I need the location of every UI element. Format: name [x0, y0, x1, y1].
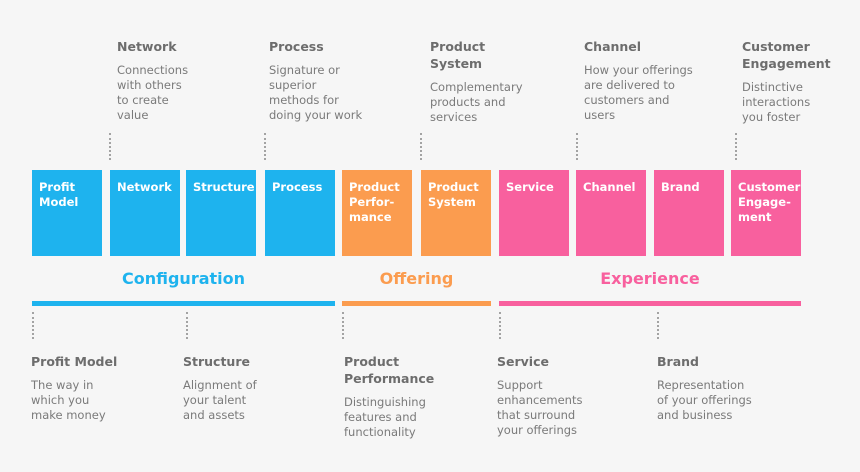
tile-structure: Structure	[186, 170, 256, 256]
connector-customer-engagement	[735, 133, 737, 160]
connector-product-system	[420, 133, 422, 160]
group-bar-experience	[499, 301, 801, 306]
connector-profit-model	[32, 312, 34, 339]
annotation-title: Customer Engagement	[742, 39, 831, 71]
annotation-description: Connections with others to create value	[117, 63, 189, 122]
group-label-offering: Offering	[379, 269, 454, 288]
group-bar-configuration	[32, 301, 335, 306]
tile-product-system: Product System	[421, 170, 491, 256]
annotation-title: Channel	[584, 39, 642, 54]
connector-brand	[657, 312, 659, 339]
group-label-configuration: Configuration	[121, 269, 246, 288]
annotation-description: Representation of your offerings and bus…	[657, 378, 752, 422]
annotation-structure: Structure Alignment of your talent and a…	[183, 353, 333, 423]
annotation-description: Distinguishing features and functionalit…	[344, 395, 426, 439]
tile-brand: Brand	[654, 170, 724, 256]
annotation-channel: Channel How your offerings are delivered…	[584, 38, 734, 123]
connector-structure	[186, 312, 188, 339]
annotation-title: Process	[269, 39, 324, 54]
group-bar-offering	[342, 301, 491, 306]
tile-service: Service	[499, 170, 569, 256]
annotation-title: Product System	[430, 39, 486, 71]
annotation-title: Brand	[657, 354, 699, 369]
annotation-description: Complementary products and services	[430, 80, 523, 124]
tile-process: Process	[265, 170, 335, 256]
annotation-title: Service	[497, 354, 549, 369]
connector-process	[264, 133, 266, 160]
annotation-product-performance: Product Performance Distinguishing featu…	[344, 353, 494, 440]
annotation-description: Support enhancements that surround your …	[497, 378, 583, 437]
annotation-profit-model: Profit Model The way in which you make m…	[31, 353, 181, 423]
connector-network	[109, 133, 111, 160]
annotation-title: Profit Model	[31, 354, 118, 369]
group-label-experience: Experience	[600, 269, 700, 288]
annotation-description: Alignment of your talent and assets	[183, 378, 257, 422]
annotation-process: Process Signature or superior methods fo…	[269, 38, 419, 123]
annotation-product-system: Product System Complementary products an…	[430, 38, 580, 125]
tile-customer-engagement: Customer Engage- ment	[731, 170, 801, 256]
annotation-description: Distinctive interactions you foster	[742, 80, 811, 124]
connector-product-performance	[342, 312, 344, 339]
annotation-network: Network Connections with others to creat…	[117, 38, 267, 123]
tile-channel: Channel	[576, 170, 646, 256]
connector-service	[499, 312, 501, 339]
tile-network: Network	[110, 170, 180, 256]
annotation-description: How your offerings are delivered to cust…	[584, 63, 693, 122]
annotation-brand: Brand Representation of your offerings a…	[657, 353, 807, 423]
tile-product-performance: Product Perfor- mance	[342, 170, 412, 256]
annotation-description: The way in which you make money	[31, 378, 106, 422]
annotation-title: Network	[117, 39, 177, 54]
annotation-title: Product Performance	[344, 354, 435, 386]
annotation-description: Signature or superior methods for doing …	[269, 63, 363, 122]
annotation-title: Structure	[183, 354, 250, 369]
annotation-service: Service Support enhancements that surrou…	[497, 353, 647, 438]
tile-profit-model: Profit Model	[32, 170, 102, 256]
annotation-customer-engagement: Customer Engagement Distinctive interact…	[742, 38, 852, 125]
connector-channel	[576, 133, 578, 160]
